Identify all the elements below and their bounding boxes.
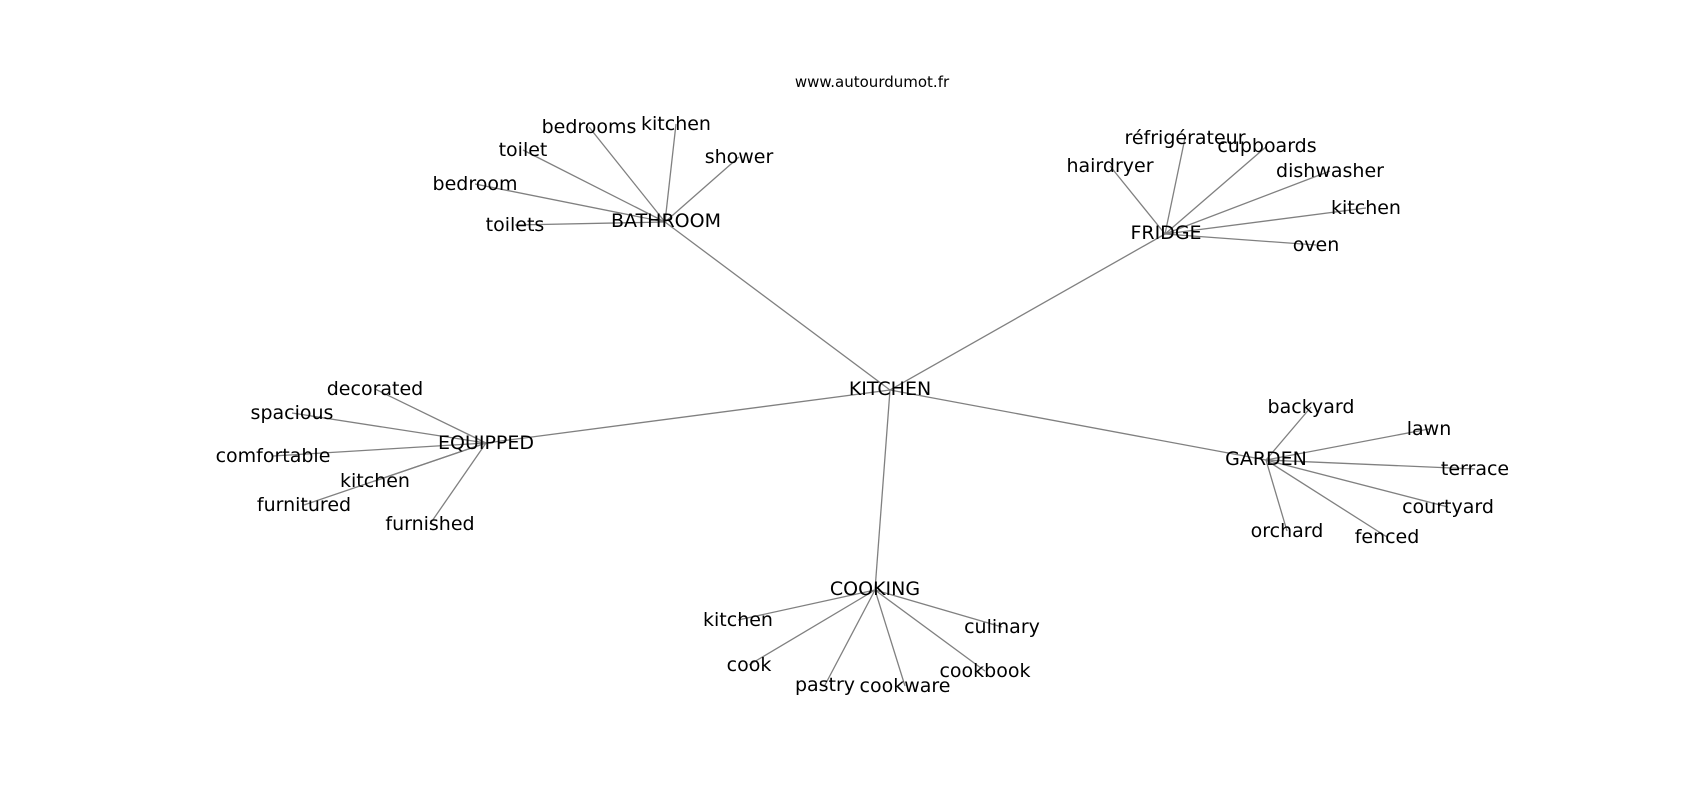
word-node-fridge-oven: oven	[1293, 234, 1340, 256]
edge-equipped-furnished	[429, 442, 487, 525]
edge-bathroom-kitchen	[664, 123, 677, 223]
word-node-bathroom-bedrooms: bedrooms	[542, 116, 637, 138]
hub-node-cooking: COOKING	[830, 578, 920, 600]
word-node-equipped-furnitured: furnitured	[257, 494, 351, 516]
word-node-bathroom-toilets: toilets	[486, 214, 545, 236]
edge-cooking-cookbook	[874, 589, 986, 672]
word-node-garden-fenced: fenced	[1355, 526, 1420, 548]
edge-fridge-kitchen	[1164, 207, 1367, 235]
word-node-cooking-cook: cook	[727, 654, 772, 676]
word-node-equipped-decorated: decorated	[327, 378, 423, 400]
word-node-equipped-spacious: spacious	[251, 402, 334, 424]
word-node-fridge-refrigerateur: réfrigérateur	[1124, 127, 1245, 149]
edge-cooking-culinary	[874, 589, 1003, 628]
word-node-cooking-culinary: culinary	[964, 616, 1040, 638]
edge-cooking-cook	[748, 589, 876, 666]
edge-garden-terrace	[1265, 459, 1476, 470]
word-node-garden-backyard: backyard	[1268, 396, 1355, 418]
hub-node-bathroom: BATHROOM	[611, 210, 721, 232]
word-node-cooking-kitchen: kitchen	[703, 609, 773, 631]
edge-equipped-spacious	[291, 412, 487, 444]
edge-garden-courtyard	[1265, 459, 1449, 508]
word-node-bathroom-toilet: toilet	[499, 139, 548, 161]
edge-center-cooking	[874, 389, 891, 591]
edge-bathroom-toilets	[514, 221, 666, 226]
word-node-cooking-pastry: pastry	[795, 674, 855, 696]
word-node-bathroom-shower: shower	[705, 146, 774, 168]
word-node-fridge-dishwasher: dishwasher	[1276, 160, 1384, 182]
word-node-fridge-cupboards: cupboards	[1217, 135, 1316, 157]
edge-bathroom-toilet	[522, 149, 666, 223]
word-node-fridge-hairdryer: hairdryer	[1066, 155, 1153, 177]
word-node-cooking-cookbook: cookbook	[939, 660, 1030, 682]
edge-fridge-dishwasher	[1164, 170, 1331, 235]
hub-node-fridge: FRIDGE	[1130, 222, 1201, 244]
edge-fridge-hairdryer	[1109, 165, 1166, 235]
word-node-cooking-cookware: cookware	[860, 675, 951, 697]
edge-equipped-furnitured	[303, 442, 487, 506]
word-node-garden-lawn: lawn	[1407, 418, 1452, 440]
edge-center-bathroom	[664, 221, 891, 391]
word-node-equipped-comfortable: comfortable	[216, 445, 331, 467]
hub-node-equipped: EQUIPPED	[438, 432, 534, 454]
edge-bathroom-shower	[664, 156, 740, 223]
edge-center-garden	[889, 389, 1267, 461]
labels: KITCHENBATHROOMkitchenbedroomstoiletbedr…	[216, 113, 1510, 697]
edge-garden-orchard	[1265, 459, 1288, 532]
edge-garden-backyard	[1265, 406, 1312, 461]
edge-center-fridge	[889, 233, 1166, 391]
word-node-bathroom-bedroom: bedroom	[433, 173, 518, 195]
edge-garden-fenced	[1265, 459, 1388, 538]
edge-fridge-oven	[1164, 233, 1317, 246]
edge-cooking-cookware	[874, 589, 906, 687]
source-label: www.autourdumot.fr	[795, 73, 950, 91]
edge-fridge-cupboards	[1164, 145, 1268, 235]
edge-cooking-pastry	[824, 589, 876, 686]
edge-center-equipped	[485, 389, 891, 444]
edge-equipped-decorated	[374, 388, 487, 444]
center-node-label: KITCHEN	[849, 378, 931, 400]
word-node-garden-terrace: terrace	[1441, 458, 1509, 480]
word-node-bathroom-kitchen: kitchen	[641, 113, 711, 135]
edges	[272, 123, 1476, 687]
word-node-equipped-furnished: furnished	[385, 513, 474, 535]
edge-equipped-comfortable	[272, 442, 487, 457]
word-node-garden-orchard: orchard	[1251, 520, 1324, 542]
edge-bathroom-bedrooms	[588, 126, 666, 223]
edge-fridge-refrigerateur	[1164, 137, 1186, 235]
edge-bathroom-bedroom	[474, 183, 666, 223]
word-node-fridge-kitchen: kitchen	[1331, 197, 1401, 219]
word-node-garden-courtyard: courtyard	[1402, 496, 1494, 518]
edge-garden-lawn	[1265, 428, 1430, 461]
hub-node-garden: GARDEN	[1225, 448, 1307, 470]
edge-cooking-kitchen	[737, 589, 876, 621]
word-node-equipped-kitchen: kitchen	[340, 470, 410, 492]
